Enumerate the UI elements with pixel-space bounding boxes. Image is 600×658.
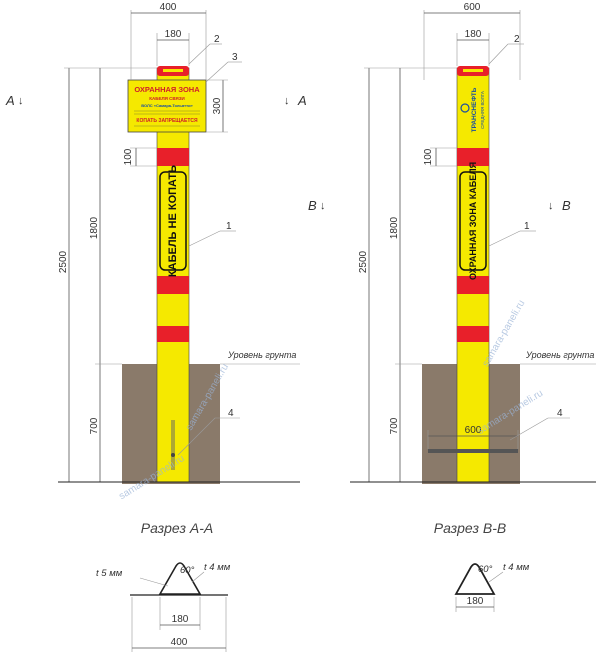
right-caption: Разрез B-B [434,520,506,536]
right-section-mark-b2: B [562,198,571,213]
left-sign-warning: КОПАТЬ ЗАПРЕЩАЕТСЯ [136,118,198,124]
left-dim-top-width: 400 [160,2,177,13]
left-band-3 [157,326,189,342]
right-section-triangle [454,563,496,595]
right-band-2 [457,276,489,294]
right-band-1 [457,148,489,166]
left-label-frame [159,171,187,271]
right-vertical-label: ОХРАННАЯ ЗОНА КАБЕЛЯ [468,162,478,280]
arrow-down-icon: ↓ [18,95,24,107]
right-section-thickness: t 4 мм [503,562,530,573]
right-section-dim-inner: 180 [467,596,484,607]
right-dim-above-ground: 1800 [389,216,400,239]
right-dim-post-width: 180 [465,29,482,40]
right-logo-line2: СРЕДНЯЯ ВОЛГА [480,91,485,129]
right-band-3 [457,326,489,342]
arrow-down-icon: ↓ [284,95,290,107]
left-section-mark-a2: A [297,93,307,108]
left-dim-band-height: 100 [123,148,134,165]
left-section-thickness-left: t 5 мм [96,568,123,579]
left-dim-sign-height: 300 [212,97,223,114]
right-dim-band-height: 100 [423,148,434,165]
left-band-1 [157,148,189,166]
left-dim-above-ground: 1800 [89,216,100,239]
right-callout-1: 1 [524,221,530,232]
left-callout-1: 1 [226,221,232,232]
right-section-angle: 60° [478,564,493,575]
right-ground-label: Уровень грунта [525,350,594,360]
left-dim-post-width: 180 [165,29,182,40]
left-sign-sub1: КАБЕЛЯ СВЯЗИ [149,96,185,101]
left-dim-total-height: 2500 [58,250,69,273]
left-section-mark-a1: A [5,93,15,108]
left-sign-title: ОХРАННАЯ ЗОНА [134,85,200,94]
right-callout-4: 4 [557,408,563,419]
right-dim-top-width: 600 [464,2,481,13]
left-section-dim-outer: 400 [171,637,188,648]
right-dim-below-ground: 700 [389,417,400,434]
left-section-triangle [158,562,202,595]
right-dim-total-height: 2500 [358,250,369,273]
right-section-mark-b1: B [308,198,317,213]
left-sign-plate [127,79,207,133]
right-label-frame [459,171,487,271]
left-section-thickness-right: t 4 мм [204,562,231,573]
right-dim-anchor-width: 600 [465,425,482,436]
left-sign-sub2: ВОЛС «Самара-Тольятти» [141,103,193,108]
arrow-down-icon: ↓ [320,200,326,212]
arrow-down-icon: ↓ [548,200,554,212]
left-post-body [156,67,190,483]
logo-icon [460,103,470,113]
left-callout-3: 3 [232,52,238,63]
left-ground-label: Уровень грунта [227,350,296,360]
right-anchor-bar [428,449,518,453]
left-dim-below-ground: 700 [89,417,100,434]
left-section-dim-inner: 180 [172,614,189,625]
left-band-2 [157,276,189,294]
left-caption: Разрез А-А [141,520,213,536]
left-callout-4: 4 [228,408,234,419]
left-vertical-label: КАБЕЛЬ НЕ КОПАТЬ [167,165,179,277]
right-logo-line1: ТРАНСНЕФТЬ [471,87,478,132]
left-section-angle: 60° [180,565,195,576]
right-callout-2: 2 [514,34,520,45]
left-callout-2: 2 [214,34,220,45]
